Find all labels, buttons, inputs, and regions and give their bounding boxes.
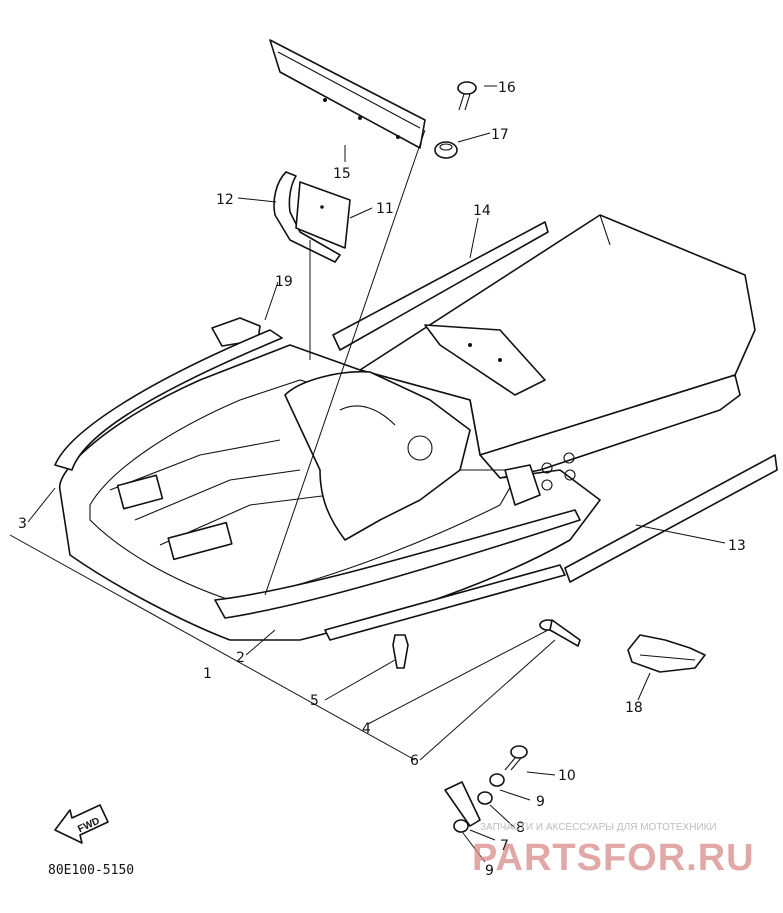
fwd-arrow-icon: FWD	[54, 804, 109, 844]
watermark-caption: ЗАПЧАСТИ И АКСЕССУАРЫ ДЛЯ МОТОТЕХНИКИ	[480, 822, 717, 833]
callout-9-a: 9	[536, 794, 545, 810]
callout-17: 17	[491, 127, 509, 143]
part-18-cover	[627, 634, 706, 673]
callout-19: 19	[275, 274, 293, 290]
callout-7: 7	[500, 838, 509, 854]
part-4-pin	[539, 619, 581, 647]
callout-13: 13	[728, 538, 746, 554]
callout-6: 6	[410, 753, 419, 769]
part-8-washer	[477, 791, 493, 805]
callout-10: 10	[558, 768, 576, 784]
callout-11: 11	[376, 201, 394, 217]
callout-4: 4	[362, 721, 371, 737]
part-16-bolt	[457, 81, 477, 111]
callout-18: 18	[625, 700, 643, 716]
callout-9-b: 9	[485, 863, 494, 879]
part-10-bolt	[504, 745, 528, 771]
callouts: 1 2 3 4 5 6 7 8 9 9 10 11 12 13 14 15 16…	[18, 80, 746, 879]
callout-16: 16	[498, 80, 516, 96]
watermark: ЗАПЧАСТИ И АКСЕССУАРЫ ДЛЯ МОТОТЕХНИКИ PA…	[472, 822, 755, 879]
part-13-trim-strip	[564, 454, 778, 583]
part-14-trim-strip	[332, 221, 549, 351]
callout-12: 12	[216, 192, 234, 208]
callout-1: 1	[203, 666, 212, 682]
part-12-handle	[273, 171, 341, 263]
part-5-clip	[392, 634, 409, 669]
part-1-main-frame	[54, 214, 756, 641]
callout-5: 5	[310, 693, 319, 709]
callout-2: 2	[236, 650, 245, 666]
callout-15: 15	[333, 166, 351, 182]
part-17-grommet	[434, 141, 458, 159]
part-9-nut-b	[453, 819, 469, 833]
part-7-bracket	[444, 781, 481, 827]
part-9-nut-a	[489, 773, 505, 787]
part-15-rear-shield	[269, 39, 426, 149]
callout-8: 8	[516, 820, 525, 836]
leader-lines	[9, 85, 726, 863]
callout-3: 3	[18, 516, 27, 532]
callout-14: 14	[473, 203, 491, 219]
part-11-plate	[295, 181, 351, 249]
watermark-brand: PARTSFOR.RU	[472, 837, 755, 879]
part-code: 80E100-5150	[48, 863, 134, 878]
